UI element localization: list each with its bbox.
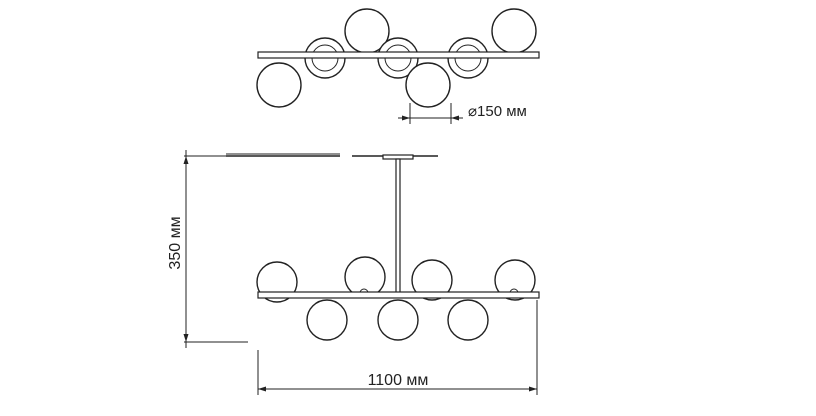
side-globe <box>447 299 489 341</box>
dim-arrow <box>529 386 537 392</box>
side-globe <box>344 256 386 298</box>
dim-arrow <box>258 386 266 392</box>
side-bar <box>257 291 540 299</box>
dim-arrow <box>402 115 410 121</box>
side-globe <box>377 299 419 341</box>
side-globe <box>411 259 453 301</box>
dim-arrow <box>183 156 189 164</box>
width-label: 1100 мм <box>368 372 429 389</box>
top-globe <box>491 8 537 54</box>
height-label: 350 мм <box>167 216 184 269</box>
top-globe <box>405 62 451 108</box>
side-view: 350 мм 1100 мм <box>167 150 540 395</box>
top-view: ⌀150 мм <box>256 8 540 124</box>
top-bar <box>257 51 540 59</box>
dim-arrow <box>183 334 189 342</box>
diameter-label: ⌀150 мм <box>468 103 527 120</box>
dim-arrow <box>451 115 459 121</box>
side-globe <box>494 259 536 301</box>
suspension-rod <box>395 158 401 296</box>
canopy <box>382 154 414 160</box>
side-globe <box>306 299 348 341</box>
top-globe <box>256 62 302 108</box>
